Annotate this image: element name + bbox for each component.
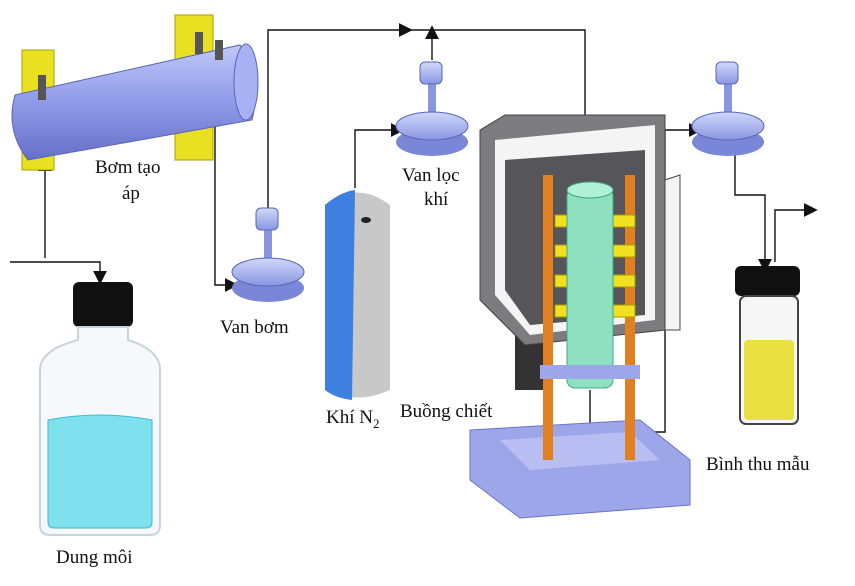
solvent-bottle: [39, 282, 161, 536]
pipe-chamber-out: [589, 123, 703, 433]
solvent-liquid: [47, 414, 153, 529]
n2-cylinder: [325, 190, 390, 400]
rod-left: [543, 175, 553, 460]
chamber-label: Buồng chiết: [400, 401, 493, 422]
filter-valve-label: Van lọc: [402, 165, 460, 186]
bottle-cap: [73, 282, 133, 327]
pipe-to-collector: [734, 155, 772, 273]
n2-label: Khí N2: [326, 408, 379, 430]
pump-valve: [231, 207, 305, 302]
filter-valve: [395, 61, 469, 156]
pipes: [10, 23, 818, 433]
collector-label: Bình thu mẫu: [706, 454, 810, 475]
solvent-label: Dung môi: [56, 547, 133, 568]
extraction-column: [566, 187, 614, 389]
chamber-base: [469, 419, 691, 519]
pipe-vent: [774, 203, 818, 262]
n2-label-text: Khí N: [326, 407, 373, 428]
collector-vial: [735, 266, 800, 425]
pipe-valve-to-top: [267, 23, 413, 210]
pipe-pump-to-valve: [214, 115, 239, 292]
pump-valve-label: Van bơm: [220, 317, 289, 338]
n2-label-sub: 2: [372, 415, 380, 431]
filter-valve-label-2: khí: [424, 189, 449, 210]
pipe-n2-to-filter: [354, 123, 405, 188]
extraction-chamber: [469, 114, 691, 519]
pump-label-2: áp: [122, 183, 140, 204]
outlet-valve: [691, 61, 765, 156]
vial-cap: [735, 266, 800, 296]
pipe-solvent-in: [10, 261, 107, 285]
pressure-pump: [11, 14, 259, 171]
sample-liquid: [744, 340, 794, 420]
pump-label: Bơm tạo: [95, 157, 161, 178]
